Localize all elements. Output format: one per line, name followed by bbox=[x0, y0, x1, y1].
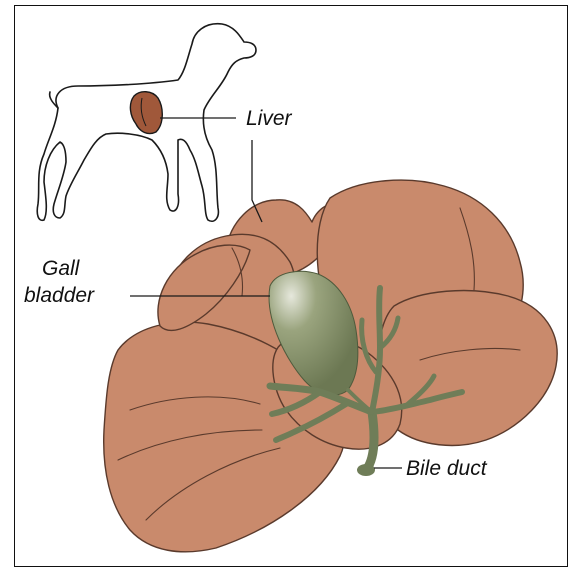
label-gall-bladder-line1: Gall bbox=[42, 258, 79, 279]
label-liver: Liver bbox=[246, 108, 292, 129]
label-bile-duct: Bile duct bbox=[406, 458, 487, 479]
dog-liver-icon bbox=[130, 92, 162, 134]
liver-lobe-right bbox=[378, 291, 557, 446]
label-gall-bladder-line2: bladder bbox=[24, 285, 94, 306]
